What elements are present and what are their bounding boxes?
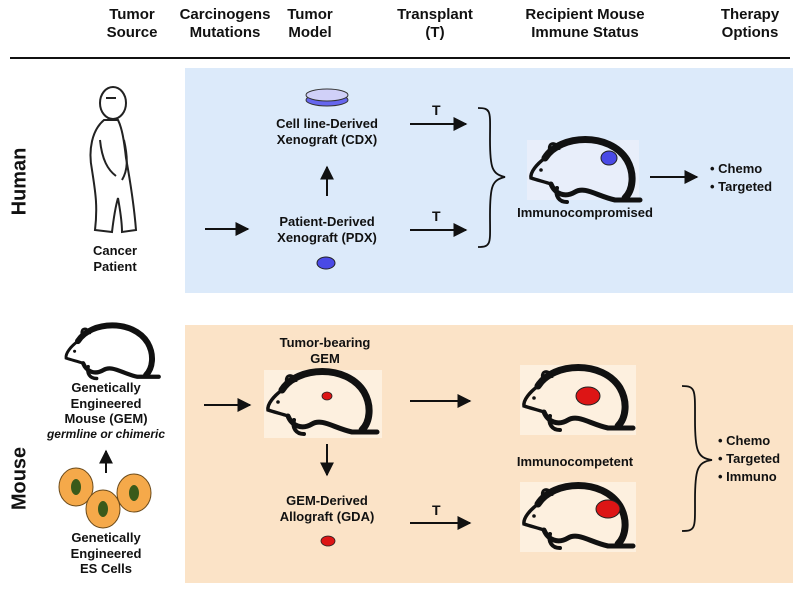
header-tumor-model-line2: Model bbox=[288, 24, 332, 41]
transplant-label-pdx: T bbox=[432, 208, 441, 224]
allograft-tumor-bottom bbox=[595, 499, 621, 519]
mouse-therapy-item: Immuno bbox=[718, 468, 780, 486]
header-recipient-immune: Recipient Mouse Immune Status bbox=[505, 6, 665, 42]
pdx-line2: Xenograft (PDX) bbox=[277, 229, 377, 245]
transplant-label-cdx: T bbox=[432, 102, 441, 118]
gem-mouse-icon bbox=[66, 325, 159, 378]
header-tumor-source-line2: Source bbox=[106, 24, 158, 41]
es-cells-label: Genetically Engineered ES Cells bbox=[56, 530, 156, 577]
gem-note: germline or chimeric bbox=[46, 426, 166, 441]
header-tumor-source-line1: Tumor bbox=[109, 6, 155, 23]
pdx-label: Patient-Derived Xenograft (PDX) bbox=[262, 214, 392, 245]
header-therapy-options: Therapy Options bbox=[700, 6, 800, 42]
es-line3: ES Cells bbox=[79, 561, 133, 576]
mouse-therapy-item: Chemo bbox=[718, 432, 780, 450]
header-transplant: Transplant (T) bbox=[380, 6, 490, 42]
gda-line2: Allograft (GDA) bbox=[279, 508, 375, 524]
immunocompromised-label: Immunocompromised bbox=[517, 205, 653, 220]
cancer-patient-figure bbox=[89, 86, 138, 234]
header-transplant-line1: Transplant bbox=[397, 6, 473, 23]
cdx-line2: Xenograft (CDX) bbox=[276, 131, 378, 147]
gem-line3: Mouse (GEM) bbox=[64, 411, 148, 426]
es-line2: Engineered bbox=[70, 545, 142, 561]
header-recipient-immune-line1: Recipient Mouse bbox=[525, 6, 645, 23]
header-divider bbox=[10, 57, 790, 59]
mouse-panel bbox=[185, 325, 793, 583]
header-carcinogens: Carcinogens Mutations bbox=[170, 6, 280, 42]
header-recipient-immune-line2: Immune Status bbox=[531, 24, 639, 41]
gda-label: GEM-Derived Allograft (GDA) bbox=[262, 493, 392, 524]
cancer-patient-label: Cancer Patient bbox=[70, 243, 160, 274]
gda-line1: GEM-Derived bbox=[286, 493, 368, 508]
tumor-gem-line1: Tumor-bearing bbox=[279, 335, 371, 350]
mouse-therapy-item: Targeted bbox=[718, 450, 780, 468]
header-therapy-options-line2: Options bbox=[721, 24, 779, 41]
gem-label: Genetically Engineered Mouse (GEM) germl… bbox=[46, 380, 166, 442]
header-therapy-options-line1: Therapy bbox=[720, 6, 780, 23]
allograft-tumor-top bbox=[575, 386, 601, 406]
cancer-patient-line2: Patient bbox=[93, 258, 137, 274]
gem-line1: Genetically bbox=[71, 380, 141, 395]
mouse-therapy-list: Chemo Targeted Immuno bbox=[718, 432, 780, 486]
header-tumor-model-line1: Tumor bbox=[287, 6, 333, 23]
header-carcinogens-line2: Mutations bbox=[189, 24, 261, 41]
pdx-tumor-icon bbox=[316, 256, 336, 270]
immunocompetent-label: Immunocompetent bbox=[516, 454, 634, 469]
gem-tumor bbox=[321, 391, 333, 401]
header-tumor-source: Tumor Source bbox=[82, 6, 182, 42]
cdx-label: Cell line-Derived Xenograft (CDX) bbox=[262, 116, 392, 147]
human-therapy-item: Chemo bbox=[710, 160, 772, 178]
pdx-line1: Patient-Derived bbox=[279, 214, 375, 229]
gem-line2: Engineered bbox=[70, 395, 142, 411]
cell-culture-dish-icon bbox=[305, 88, 349, 107]
es-cells-icon bbox=[58, 467, 152, 529]
human-therapy-list: Chemo Targeted bbox=[710, 160, 772, 196]
tumor-gem-label: Tumor-bearing GEM bbox=[270, 335, 380, 366]
transplant-label-gda: T bbox=[432, 502, 441, 518]
human-tumor-on-mouse bbox=[600, 150, 618, 166]
cancer-patient-line1: Cancer bbox=[92, 243, 138, 258]
tumor-gem-line2: GEM bbox=[310, 350, 340, 366]
header-transplant-line2: (T) bbox=[425, 24, 445, 41]
es-line1: Genetically bbox=[71, 530, 141, 545]
human-therapy-item: Targeted bbox=[710, 178, 772, 196]
header-carcinogens-line1: Carcinogens bbox=[179, 6, 271, 23]
cdx-line1: Cell line-Derived bbox=[276, 116, 378, 131]
gda-tumor-icon bbox=[320, 535, 336, 547]
header-tumor-model: Tumor Model bbox=[270, 6, 350, 42]
